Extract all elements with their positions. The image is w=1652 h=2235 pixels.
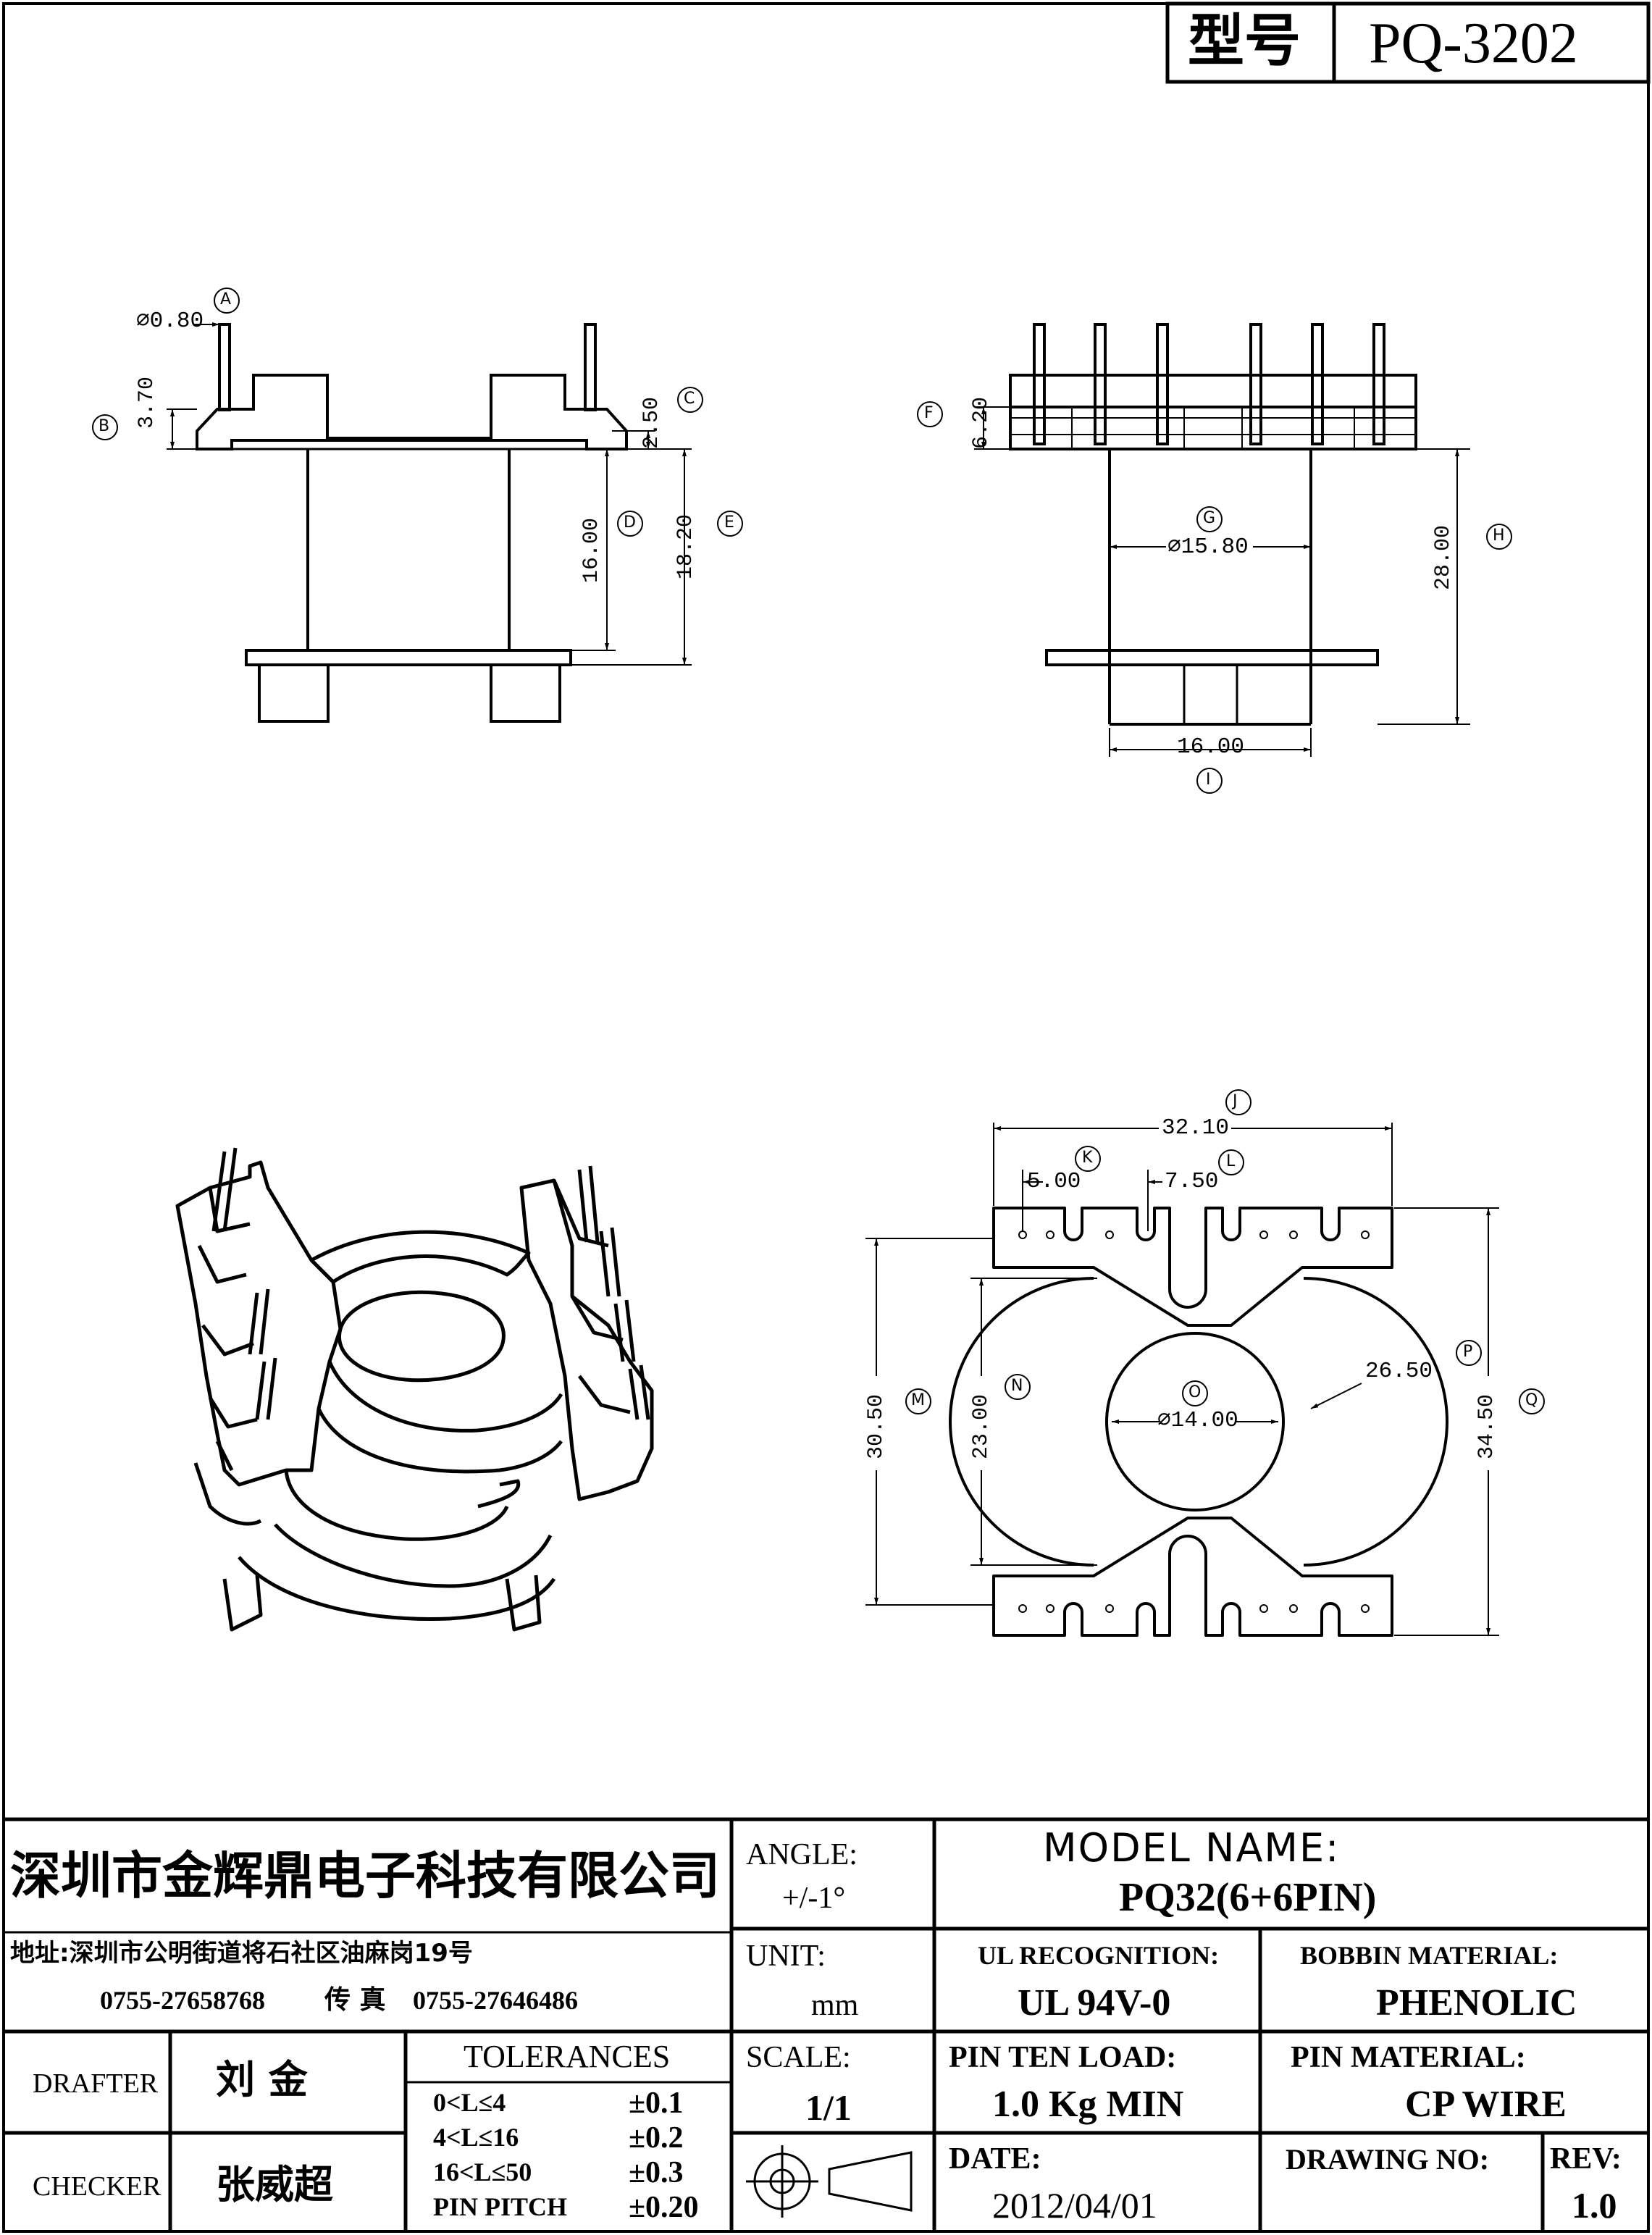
marker-f: F bbox=[924, 404, 934, 422]
company-phone: 0755-27658768 bbox=[100, 1986, 265, 2015]
projection-symbol-icon bbox=[746, 2145, 913, 2218]
marker-q: Q bbox=[1525, 1391, 1538, 1409]
tolerance-range-3: 16<L≤50 bbox=[433, 2158, 532, 2186]
dim-f: 6.20 bbox=[969, 396, 994, 449]
unit-label: UNIT: bbox=[746, 1940, 826, 1973]
dim-d: 16.00 bbox=[579, 517, 604, 583]
tolerance-value-1: ±0.1 bbox=[629, 2087, 684, 2120]
tolerance-range-2: 4<L≤16 bbox=[433, 2123, 519, 2152]
rev-label: REV: bbox=[1550, 2142, 1622, 2176]
marker-n: N bbox=[1011, 1377, 1023, 1395]
checker-label: CHECKER bbox=[33, 2171, 162, 2202]
dim-h: 28.00 bbox=[1431, 524, 1456, 590]
angle-label: ANGLE: bbox=[746, 1838, 858, 1871]
front-view-dimensions bbox=[167, 322, 692, 666]
dim-k: 5.00 bbox=[1027, 1169, 1081, 1194]
marker-g: G bbox=[1203, 509, 1216, 527]
marker-j: J bbox=[1233, 1092, 1238, 1110]
marker-a: A bbox=[220, 290, 232, 309]
rev-value: 1.0 bbox=[1572, 2185, 1617, 2226]
scale-value: 1/1 bbox=[805, 2087, 852, 2128]
tolerance-value-3: ±0.3 bbox=[629, 2156, 684, 2189]
dim-o: ⌀14.00 bbox=[1157, 1408, 1238, 1433]
dim-e: 18.20 bbox=[674, 513, 698, 579]
scale-label: SCALE: bbox=[746, 2041, 851, 2074]
bottom-view bbox=[949, 1207, 1448, 1637]
angle-value: +/-1° bbox=[782, 1882, 846, 1915]
pin-material-value: CP WIRE bbox=[1405, 2084, 1567, 2125]
dim-i: 16.00 bbox=[1177, 734, 1245, 760]
marker-l: L bbox=[1226, 1152, 1236, 1170]
marker-p: P bbox=[1463, 1343, 1473, 1361]
tolerance-range-4: PIN PITCH bbox=[433, 2192, 568, 2221]
model-label: 型号 bbox=[1188, 9, 1301, 74]
bobbin-material-label: BOBBIN MATERIAL: bbox=[1300, 1941, 1559, 1970]
marker-i: I bbox=[1206, 771, 1211, 789]
dim-l: 7.50 bbox=[1165, 1169, 1219, 1194]
pin-load-value: 1.0 Kg MIN bbox=[992, 2084, 1184, 2125]
dim-a: ⌀0.80 bbox=[136, 309, 204, 334]
model-name-label: MODEL NAME: bbox=[1043, 1825, 1341, 1871]
marker-d: D bbox=[624, 513, 636, 532]
drawing-no-label: DRAWING NO: bbox=[1286, 2143, 1490, 2176]
marker-h: H bbox=[1493, 527, 1505, 545]
marker-c: C bbox=[684, 390, 695, 408]
dim-m: 30.50 bbox=[864, 1393, 889, 1459]
model-name-value: PQ32(6+6PIN) bbox=[1119, 1875, 1377, 1920]
dim-b: 3.70 bbox=[135, 376, 159, 429]
fax-label: 传 真 bbox=[324, 1985, 386, 2015]
marker-o: O bbox=[1188, 1383, 1202, 1401]
front-view bbox=[196, 323, 628, 723]
pin-material-label: PIN MATERIAL: bbox=[1291, 2041, 1526, 2074]
marker-m: M bbox=[911, 1391, 925, 1409]
ul-value: UL 94V-0 bbox=[1018, 1982, 1171, 2024]
isometric-view bbox=[175, 1147, 654, 1632]
side-view-dimensions bbox=[974, 406, 1470, 757]
unit-value: mm bbox=[811, 1989, 859, 2022]
date-value: 2012/04/01 bbox=[992, 2185, 1157, 2226]
tolerance-value-2: ±0.2 bbox=[629, 2121, 684, 2155]
bobbin-material-value: PHENOLIC bbox=[1376, 1982, 1577, 2024]
company-address: 地址:深圳市公明街道将石社区油麻岗19号 bbox=[10, 1939, 473, 1968]
dim-c: 2.50 bbox=[640, 396, 664, 449]
tolerances-label: TOLERANCES bbox=[464, 2039, 671, 2074]
dim-q: 34.50 bbox=[1475, 1393, 1499, 1459]
model-number: PQ-3202 bbox=[1369, 12, 1578, 75]
bottom-view-dimensions bbox=[865, 1123, 1499, 1636]
dim-g: ⌀15.80 bbox=[1167, 534, 1249, 560]
marker-b: B bbox=[98, 417, 110, 435]
dimension-markers bbox=[92, 288, 1545, 1414]
date-label: DATE: bbox=[949, 2142, 1041, 2176]
side-view bbox=[1009, 323, 1417, 726]
drafter-name: 刘 金 bbox=[216, 2057, 308, 2102]
title-block-grid bbox=[4, 1817, 1648, 2231]
marker-k: K bbox=[1082, 1149, 1093, 1167]
dim-p: 26.50 bbox=[1365, 1359, 1433, 1384]
dim-n: 23.00 bbox=[969, 1393, 994, 1459]
checker-name: 张威超 bbox=[216, 2162, 333, 2207]
drafter-label: DRAFTER bbox=[33, 2068, 159, 2099]
company-fax: 0755-27646486 bbox=[413, 1986, 578, 2015]
marker-e: E bbox=[724, 513, 734, 532]
tolerance-value-4: ±0.20 bbox=[629, 2191, 699, 2224]
dim-j: 32.10 bbox=[1162, 1115, 1230, 1141]
ul-label: UL RECOGNITION: bbox=[978, 1941, 1220, 1970]
pin-load-label: PIN TEN LOAD: bbox=[949, 2041, 1177, 2074]
tolerance-range-1: 0<L≤4 bbox=[433, 2088, 506, 2117]
company-name: 深圳市金辉鼎电子科技有限公司 bbox=[10, 1846, 720, 1905]
